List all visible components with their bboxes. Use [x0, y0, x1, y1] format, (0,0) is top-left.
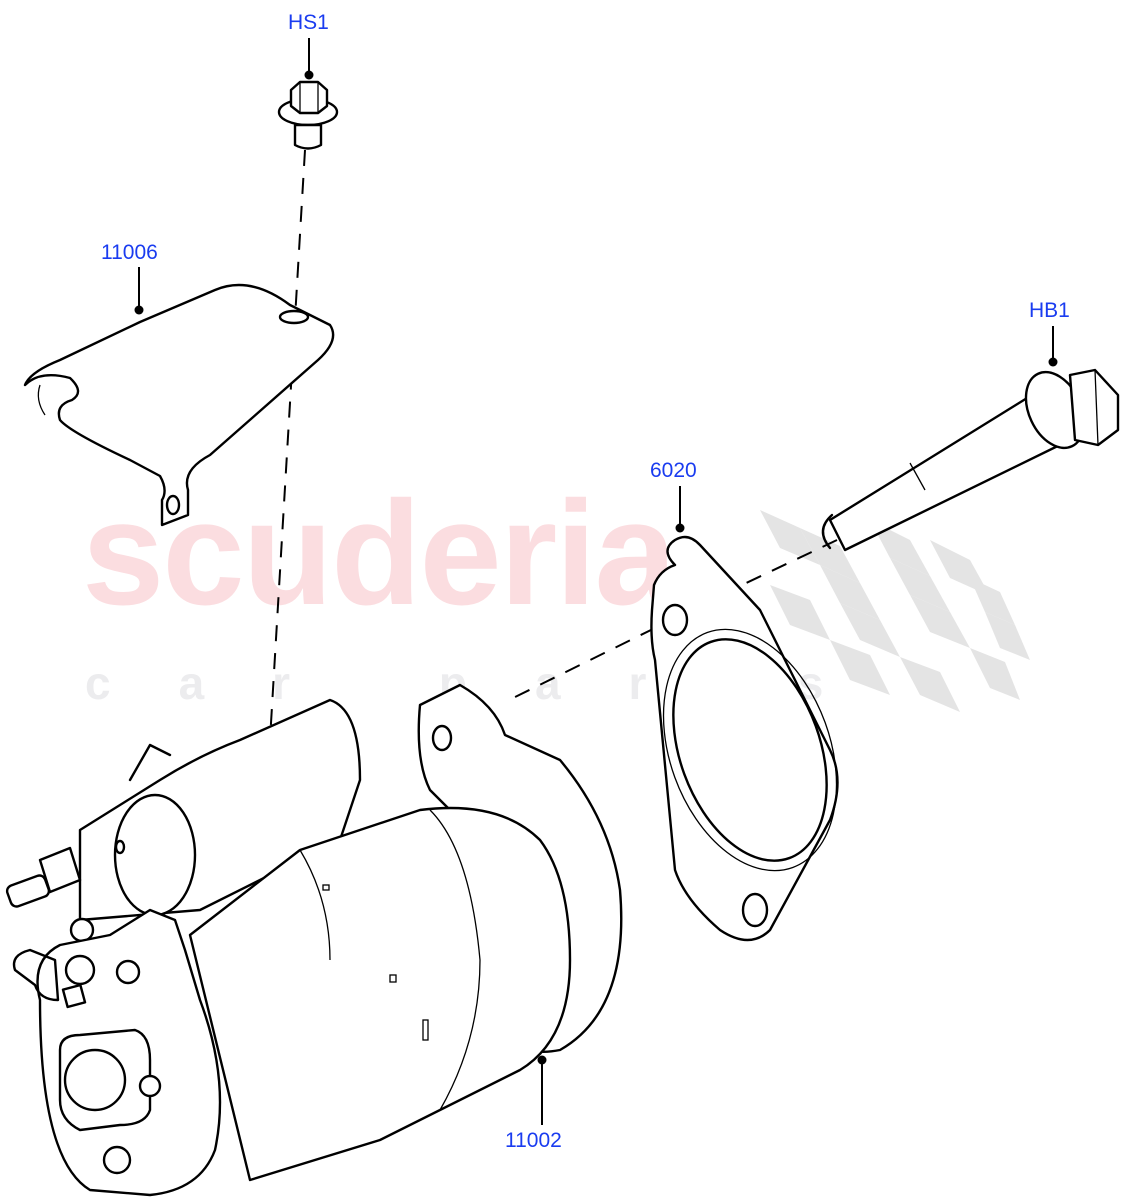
callout-label-11006[interactable]: 11006 [101, 241, 158, 264]
callout-leaders [134, 38, 1058, 1125]
heat-shield-11006[interactable] [23, 283, 335, 527]
bolt-hs1[interactable] [277, 80, 339, 150]
checkered-flag-icon [760, 510, 1030, 712]
callout-label-hs1[interactable]: HS1 [288, 11, 329, 34]
starter-motor-11002[interactable] [5, 683, 623, 1197]
callout-label-11002[interactable]: 11002 [505, 1129, 562, 1152]
callout-label-6020[interactable]: 6020 [650, 459, 697, 482]
callout-label-hb1[interactable]: HB1 [1029, 299, 1070, 322]
gasket-6020[interactable] [632, 535, 868, 942]
bolt-hb1[interactable] [821, 363, 1120, 552]
